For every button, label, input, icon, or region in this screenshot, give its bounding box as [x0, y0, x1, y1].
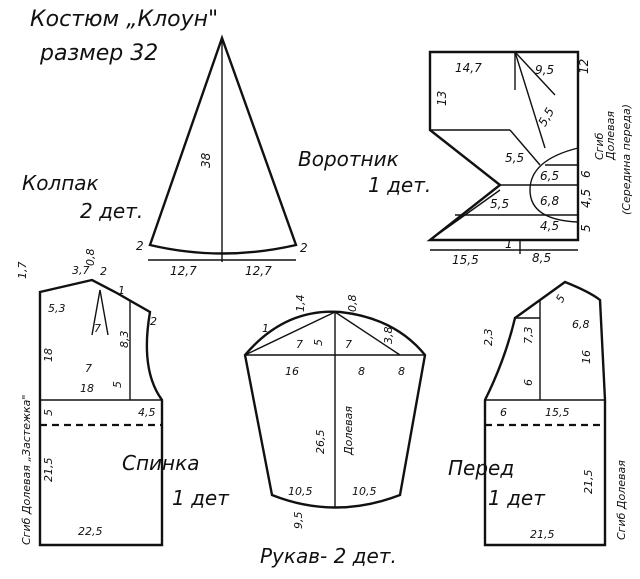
collar-top-right: 9,5 [535, 63, 554, 77]
collar-inner-e: 6,8 [540, 194, 559, 208]
cap-count: 2 дет. [80, 199, 143, 223]
front-outline [483, 280, 607, 547]
back-5b: 5 [42, 409, 55, 416]
cap-base-right: 12,7 [245, 264, 272, 278]
collar-top-width: 14,7 [455, 61, 482, 75]
header: Костюм „Клоун" размер 32 [30, 7, 218, 66]
sleeve-grain: Долевая [342, 406, 355, 456]
collar-bottom-left: 15,5 [452, 253, 479, 267]
sleeve-0-8: 0,8 [346, 295, 359, 313]
back-8-3: 8,3 [118, 331, 131, 349]
collar-left-height: 13 [435, 91, 449, 106]
collar-line-c [514, 51, 546, 149]
back-count: 1 дет [172, 486, 230, 510]
sleeve-7a: 7 [296, 338, 303, 351]
front-21-5b: 21,5 [530, 528, 555, 541]
collar-right-45: 4,5 [579, 189, 593, 208]
back-piece: 1,7 3,7 0,8 2 1 5,3 7 8,3 2 18 7 18 5 5 … [16, 249, 230, 547]
collar-line-e [509, 129, 541, 166]
front-5-top: 5 [553, 292, 568, 305]
cap-name: Колпак [22, 171, 99, 195]
collar-right-12: 12 [577, 59, 591, 74]
collar-right-5: 5 [579, 224, 593, 232]
sleeve-10-5b: 10,5 [352, 485, 377, 498]
sleeve-10-5a: 10,5 [288, 485, 313, 498]
cap-height: 38 [199, 152, 213, 168]
back-5-3: 5,3 [48, 302, 66, 315]
cap-outline [148, 34, 298, 255]
front-16: 16 [580, 350, 593, 364]
collar-inner-a: 5,5 [535, 105, 557, 129]
back-side-text: Сгиб Долевая „Застежка" [20, 395, 33, 545]
sleeve-outline [243, 310, 427, 509]
cap-piece: 38 12,7 12,7 2 2 Колпак 2 дет. [22, 34, 308, 278]
back-4-5: 4,5 [138, 406, 156, 419]
sleeve-7b: 7 [345, 338, 352, 351]
collar-inner-b: 5,5 [505, 151, 524, 165]
back-0-8: 0,8 [84, 249, 97, 267]
front-piece: 5 6,8 2,3 7,3 16 6 6 15,5 21,5 21,5 Сгиб… [448, 280, 628, 547]
front-6a: 6 [522, 379, 535, 386]
sleeve-5: 5 [312, 339, 325, 346]
sleeve-3-8: 3,8 [382, 327, 395, 345]
sleeve-16: 16 [285, 365, 299, 378]
back-1: 1 [118, 284, 125, 297]
sleeve-cap-right [334, 311, 401, 356]
back-2: 2 [100, 265, 107, 278]
back-2b: 2 [150, 315, 157, 328]
sleeve-1: 1 [262, 322, 269, 335]
back-22-5: 22,5 [78, 525, 103, 538]
back-5a: 5 [111, 381, 124, 388]
collar-grain: Долевая [604, 111, 617, 161]
front-21-5a: 21,5 [582, 470, 595, 495]
front-side-text: Сгиб Долевая [615, 460, 628, 540]
back-18a: 18 [42, 348, 55, 362]
sleeve-8a: 8 [358, 365, 365, 378]
back-3-7: 3,7 [72, 264, 90, 277]
collar-middle: (Середина переда) [620, 104, 633, 215]
back-dart-left [91, 289, 101, 336]
collar-outline [426, 50, 580, 242]
back-dart-right [99, 289, 109, 336]
sleeve-26-5: 26,5 [314, 430, 327, 455]
collar-neck-curve [529, 147, 579, 223]
size-label: размер 32 [39, 41, 158, 66]
collar-inner-c: 5,5 [490, 197, 509, 211]
collar-name: Воротник [298, 147, 399, 171]
sleeve-piece: 1,4 0,8 1 7 5 7 3,8 16 8 8 26,5 Долевая … [243, 295, 427, 568]
back-7a: 7 [94, 322, 101, 335]
cap-base-left: 12,7 [170, 264, 197, 278]
sleeve-9-5: 9,5 [292, 512, 305, 530]
sleeve-name: Рукав- 2 дет. [260, 544, 397, 568]
front-6b: 6 [500, 406, 507, 419]
front-name: Перед [448, 456, 514, 480]
cap-side-left: 2 [136, 239, 144, 253]
back-name: Спинка [122, 451, 199, 475]
collar-line-b [514, 51, 556, 96]
cap-side-right: 2 [300, 241, 308, 255]
collar-count: 1 дет. [368, 173, 431, 197]
front-6-8: 6,8 [572, 318, 590, 331]
sleeve-cap-left [244, 311, 336, 356]
costume-title: Костюм „Клоун" [30, 7, 218, 32]
collar-inner-d: 6,5 [540, 169, 559, 183]
collar-inner-f: 4,5 [540, 219, 559, 233]
collar-bottom-one: 1 [505, 237, 513, 251]
front-7-3: 7,3 [522, 327, 535, 345]
back-7b: 7 [85, 362, 92, 375]
sleeve-8b: 8 [398, 365, 405, 378]
collar-right-6: 6 [579, 170, 593, 178]
front-count: 1 дет [488, 486, 546, 510]
collar-line-h [429, 189, 501, 241]
back-21-5: 21,5 [42, 458, 55, 483]
front-15-5: 15,5 [545, 406, 570, 419]
collar-piece: 14,7 13 9,5 12 5,5 5,5 5,5 6,5 6,8 4,5 6… [298, 50, 633, 267]
front-2-3: 2,3 [482, 329, 495, 347]
back-1-7: 1,7 [16, 262, 29, 280]
back-18b: 18 [80, 382, 94, 395]
sleeve-1-4: 1,4 [294, 295, 307, 313]
collar-fold: Сгиб [593, 132, 606, 160]
collar-bottom-right: 8,5 [532, 251, 551, 265]
